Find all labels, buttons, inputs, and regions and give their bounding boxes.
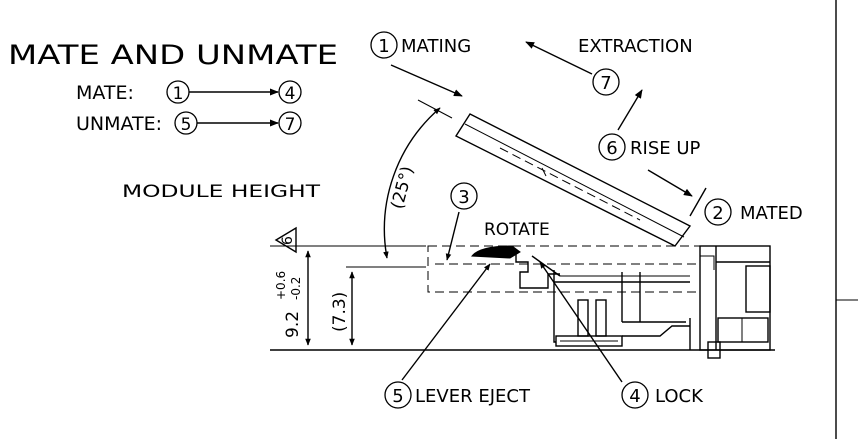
unmate-to-circle [278,111,302,135]
datum-triangle [274,226,297,254]
dim-main-value: 9.2 [283,311,303,338]
angle-arc [383,107,441,259]
host-connector [699,245,771,359]
callout-1-label: MATING [401,36,471,57]
mate-to-number: 4 [285,84,296,104]
unmate-label: UNMATE: [76,113,162,135]
callout-5-circle [384,381,412,409]
callout-5-number: 5 [392,386,403,407]
cage-receptacle [553,270,691,350]
callout-1-number: 1 [378,36,389,57]
extraction-arrow [525,41,593,75]
angle-label: (25°) [388,164,419,211]
callout-3-number: 3 [458,187,469,208]
dim-ref-value: (7.3) [330,292,350,332]
mated-leader [689,187,707,217]
angle-extension [417,99,453,119]
callout-3-circle [450,182,478,210]
rise-up-arrow [617,89,643,131]
mated-arrow [647,169,693,197]
callout-7-number: 7 [600,73,611,94]
callout-4-circle [621,381,649,409]
rotate-arrow [445,211,460,261]
callout-2-number: 2 [712,203,723,224]
mate-from-number: 1 [173,84,184,104]
callout-4-number: 4 [629,386,640,407]
page-title: MATE AND UNMATE [8,40,338,71]
callout-6-label: RISE UP [630,138,701,159]
mate-to-circle [278,80,302,104]
callout-7-circle [592,68,620,96]
module-height-label: MODULE HEIGHT [122,182,321,202]
datum-mark: 6 [280,236,296,245]
callout-6-number: 6 [606,138,617,159]
dim-tol-plus: +0.6 [274,271,288,300]
callout-6-circle [598,133,626,161]
mated-module-outline [427,245,701,293]
callout-4-label: LOCK [655,386,704,407]
lock-leader [539,261,623,383]
lever-latch [471,245,561,289]
callout-2-circle [704,198,732,226]
callout-1-circle [370,31,398,59]
mating-arrow [390,64,463,97]
callout-7-label: EXTRACTION [578,36,693,57]
dim-tol-minus: -0.2 [289,277,303,300]
lever-eject-leader [401,263,491,381]
callout-5-label: LEVER EJECT [415,386,531,407]
mate-label: MATE: [76,82,134,104]
unmate-from-number: 5 [181,115,192,135]
callout-2-label: MATED [740,203,803,224]
unmate-to-number: 7 [285,115,296,135]
callout-3-label: ROTATE [484,220,550,240]
